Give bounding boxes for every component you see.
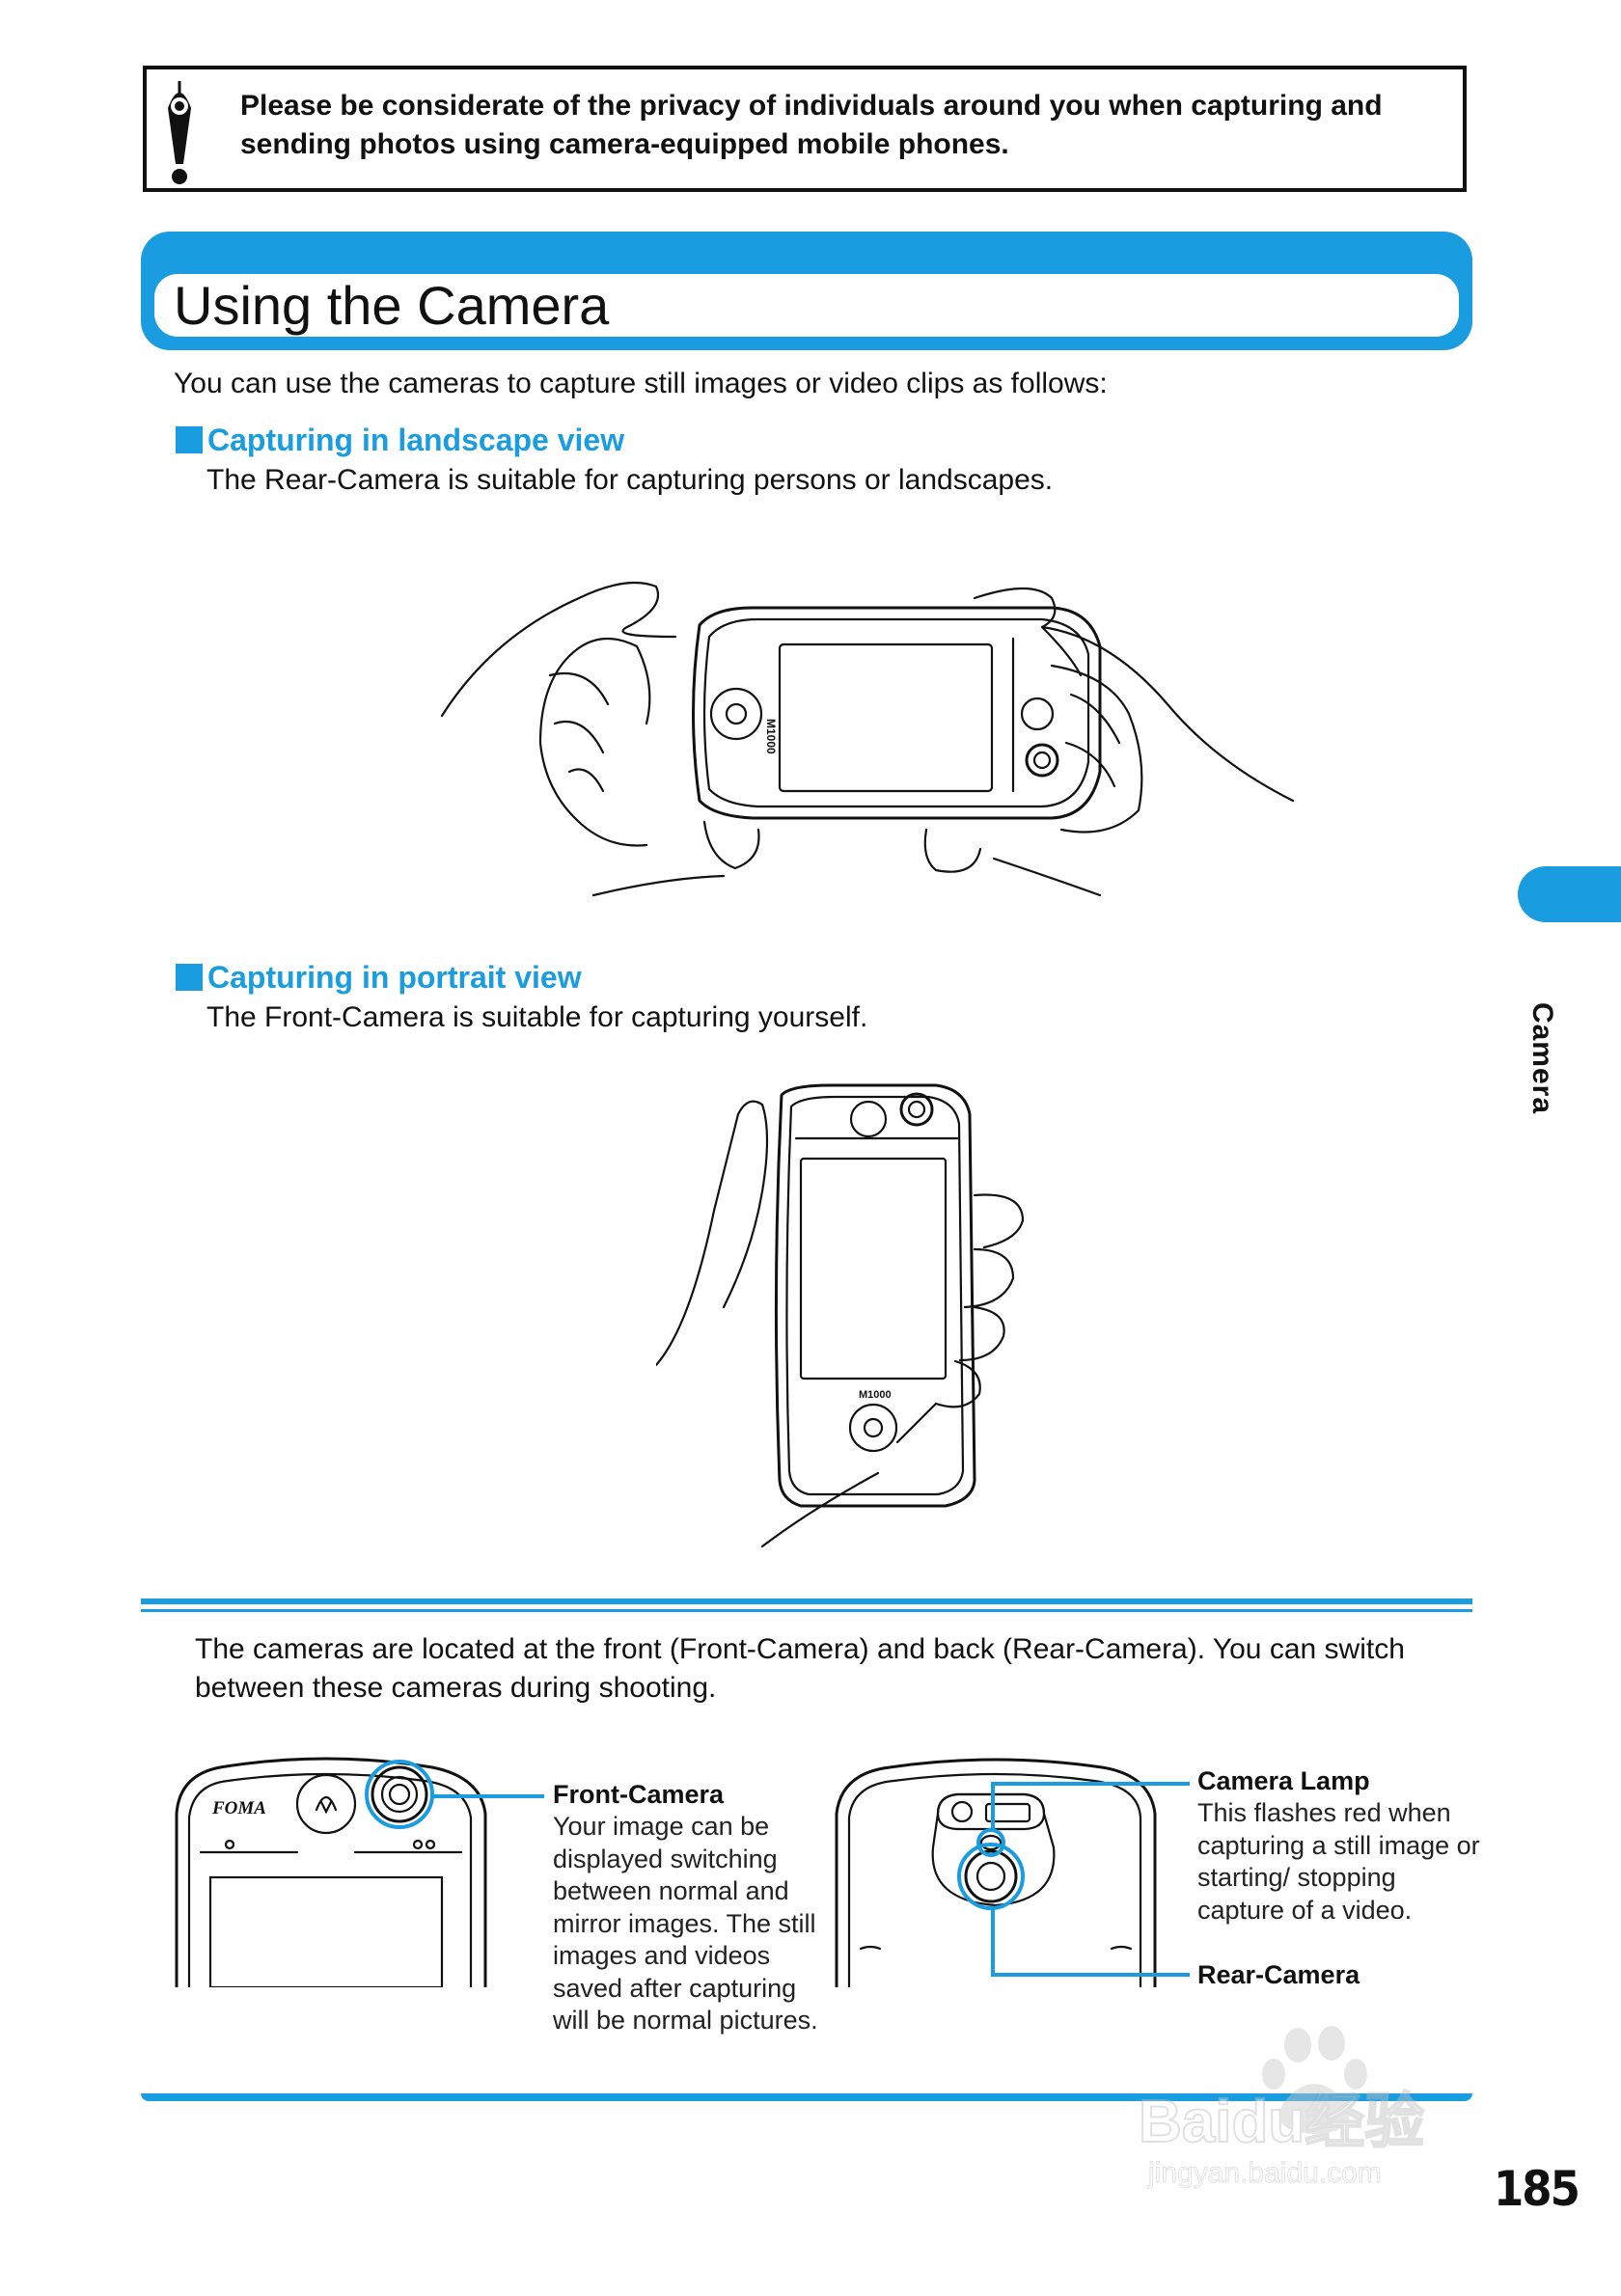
camera-location-panel <box>141 1609 1472 2101</box>
watermark-url: jingyan.baidu.com <box>1147 2157 1382 2189</box>
front-camera-illustration: FOMA <box>175 1757 487 1987</box>
foma-logo: FOMA <box>211 1798 266 1818</box>
portrait-phone-model: M1000 <box>859 1389 892 1401</box>
chapter-label: Camera <box>1526 1001 1558 1115</box>
page-title: Using the Camera <box>174 275 610 336</box>
rear-camera-illustration <box>835 1758 1157 1987</box>
front-camera-callout-line <box>432 1794 544 1798</box>
portrait-capture-illustration: M1000 <box>656 1083 1025 1548</box>
page-number: 185 <box>1494 2161 1580 2217</box>
camera-lamp-description: This flashes red when capturing a still … <box>1197 1798 1480 1925</box>
warning-text: Please be considerate of the privacy of … <box>240 90 1383 160</box>
front-camera-description: Your image can be displayed switching be… <box>553 1812 818 2035</box>
bullet-square-icon <box>176 426 203 453</box>
camera-lamp-callout-horizontal <box>991 1782 1190 1786</box>
rear-camera-title: Rear-Camera <box>1197 1960 1360 1989</box>
watermark-text: Baidu经验 <box>1139 2089 1424 2155</box>
landscape-phone-model: M1000 <box>764 719 778 754</box>
baidu-watermark: Baidu经验 jingyan.baidu.com <box>1138 2026 1425 2190</box>
privacy-warning-box: Please be considerate of the privacy of … <box>143 66 1467 192</box>
section-header: Using the Camera <box>141 232 1472 350</box>
front-camera-title: Front-Camera <box>553 1780 725 1809</box>
intro-text: You can use the cameras to capture still… <box>174 368 1108 399</box>
exclamation-icon <box>168 81 191 184</box>
landscape-capture-illustration: M1000 <box>440 581 1295 897</box>
rear-camera-callout-horizontal <box>991 1973 1190 1977</box>
bullet-square-icon <box>176 964 203 991</box>
camera-location-text: The cameras are located at the front (Fr… <box>195 1633 1405 1704</box>
rear-camera-callout-vertical <box>991 1908 995 1976</box>
camera-lamp-title: Camera Lamp <box>1197 1766 1370 1795</box>
panel-top-border-thin <box>141 1609 1472 1612</box>
camera-lamp-callout-vertical <box>991 1782 995 1832</box>
panel-bottom-border <box>141 2093 1472 2101</box>
portrait-description: The Front-Camera is suitable for capturi… <box>206 1001 868 1033</box>
panel-top-border <box>141 1599 1472 1604</box>
portrait-heading: Capturing in portrait view <box>176 958 582 997</box>
chapter-tab <box>1518 866 1621 922</box>
landscape-description: The Rear-Camera is suitable for capturin… <box>206 464 1054 496</box>
landscape-heading: Capturing in landscape view <box>176 421 624 459</box>
